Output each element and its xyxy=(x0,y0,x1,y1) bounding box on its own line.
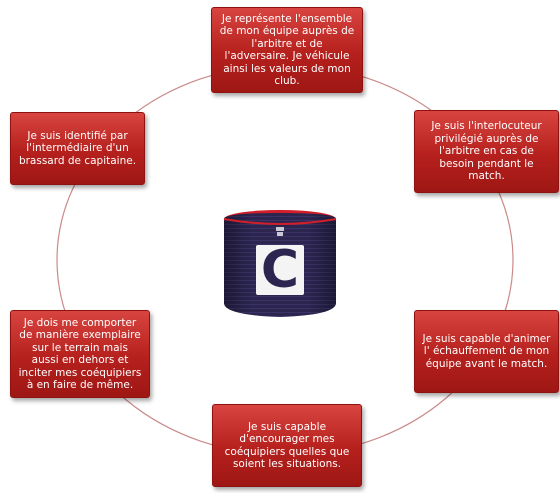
armband-letter-patch xyxy=(256,245,304,295)
role-box-top-right: Je suis l'interlocuteur privilégié auprè… xyxy=(414,110,559,193)
role-box-bottom: Je suis capable d'encourager mes coéquip… xyxy=(212,404,362,487)
captain-armband-image: C xyxy=(223,210,337,317)
role-text-top-left: Je suis identifié par l'intermédiaire d'… xyxy=(18,129,137,167)
role-box-top: Je représente l'ensemble de mon équipe a… xyxy=(211,7,363,93)
role-text-bottom-right: Je suis capable d'animer l' échauffement… xyxy=(422,332,551,370)
role-box-bottom-right: Je suis capable d'animer l' échauffement… xyxy=(414,310,559,393)
armband-logo-icon xyxy=(276,227,284,236)
role-text-top-right: Je suis l'interlocuteur privilégié auprè… xyxy=(431,120,542,183)
role-box-bottom-left: Je dois me comporter de manière exemplai… xyxy=(10,310,150,398)
role-text-bottom-left: Je dois me comporter de manière exemplai… xyxy=(18,316,142,392)
role-box-top-left: Je suis identifié par l'intermédiaire d'… xyxy=(10,112,145,185)
role-text-top: Je représente l'ensemble de mon équipe a… xyxy=(219,12,355,88)
armband-letter: C xyxy=(261,240,299,300)
role-text-bottom: Je suis capable d'encourager mes coéquip… xyxy=(224,420,350,471)
